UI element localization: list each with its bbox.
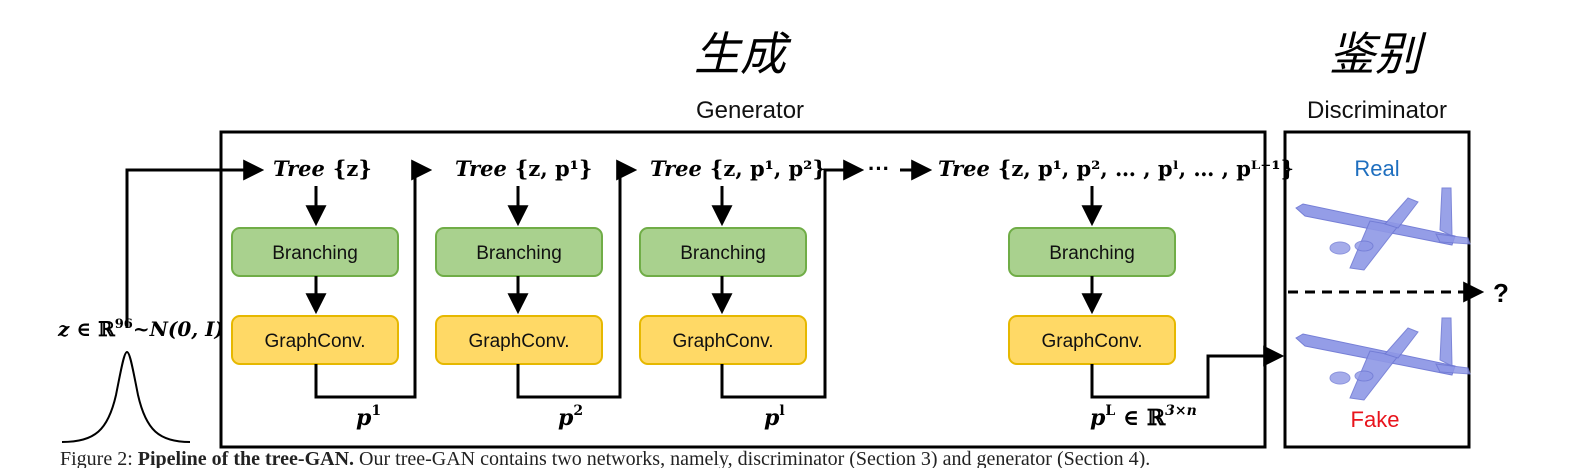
tree-label-2: Tree{z, p¹}	[455, 156, 592, 181]
tree-label-final: Tree{z, p¹, p², … , pˡ, … , pᴸ⁻¹}	[938, 156, 1294, 181]
graphconv-label-3: GraphConv.	[672, 331, 773, 352]
graphconv-label-1: GraphConv.	[264, 331, 365, 352]
stage-3: Tree{z, p¹, p²} Branching GraphConv. pl	[639, 156, 865, 431]
graphconv-label-final: GraphConv.	[1041, 331, 1142, 352]
stage-final: Tree{z, p¹, p², … , pˡ, … , pᴸ⁻¹} Branch…	[938, 156, 1294, 431]
real-airplane-image	[1295, 187, 1471, 271]
tree-label-1: Tree{z}	[273, 156, 372, 181]
output-arrow-3	[720, 159, 865, 399]
gaussian-curve	[61, 350, 191, 443]
fake-label: Fake	[1351, 407, 1400, 432]
generator-handwritten-note: 生成	[694, 28, 792, 80]
tree-label-3: Tree{z, p¹, p²}	[650, 156, 826, 181]
output-arrow-final	[1090, 345, 1285, 399]
output-label-final: pL ∈ ℝ3×n	[1090, 403, 1197, 431]
graphconv-label-2: GraphConv.	[468, 331, 569, 352]
output-label-2: p2	[558, 403, 583, 431]
branching-label-1: Branching	[272, 243, 358, 264]
output-label-3: pl	[764, 403, 785, 431]
noise-input-arrow	[125, 159, 265, 328]
generator-frame	[219, 130, 1267, 449]
discriminator-heading: Discriminator	[1307, 97, 1447, 124]
figure-caption: Figure 2: Pipeline of the tree-GAN. Our …	[60, 448, 1150, 468]
branching-label-3: Branching	[680, 243, 766, 264]
output-arrow-2	[516, 159, 638, 399]
fake-airplane-image	[1295, 317, 1471, 401]
ellipsis: ···	[868, 156, 890, 181]
discriminator-handwritten-note: 鉴别	[1329, 28, 1427, 80]
branching-label-final: Branching	[1049, 243, 1135, 264]
output-arrow-1	[314, 159, 433, 399]
output-label-1: p1	[356, 403, 381, 431]
stage-1: Tree{z} Branching GraphConv. p1	[231, 156, 433, 431]
stage-2: Tree{z, p¹} Branching GraphConv. p2	[435, 156, 638, 431]
noise-distribution-label: z ∈ ℝ96~N(0, I)	[57, 317, 224, 341]
generator-heading: Generator	[696, 97, 804, 124]
real-label: Real	[1354, 156, 1399, 181]
decision-question-mark: ?	[1493, 278, 1509, 308]
branching-label-2: Branching	[476, 243, 562, 264]
